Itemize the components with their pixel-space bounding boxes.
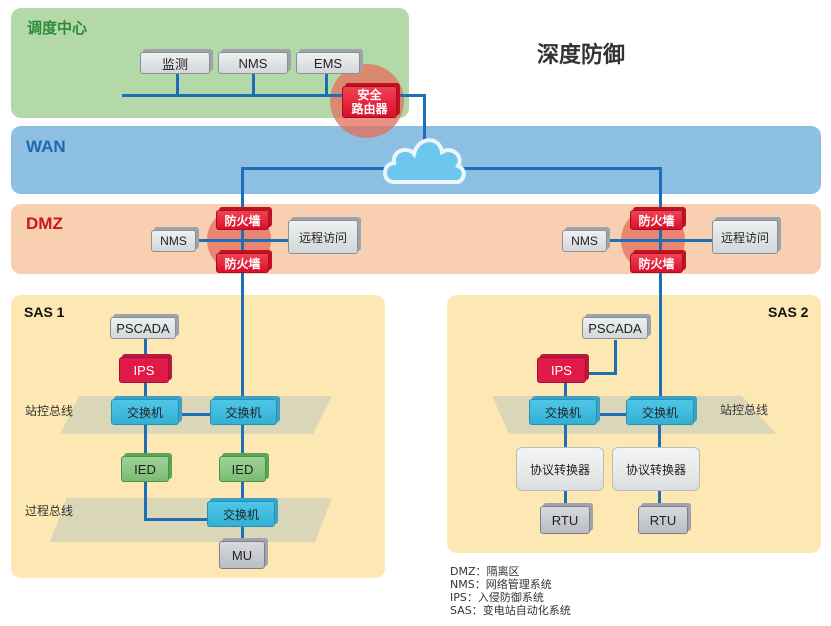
dmz1-nms[interactable]: NMS — [151, 230, 196, 252]
sas1-switch-3[interactable]: 交换机 — [207, 501, 275, 527]
link — [460, 167, 661, 170]
link — [122, 94, 344, 97]
legend: DMZ：隔离区 NMS：网络管理系统 IPS：入侵防御系统 SAS：变电站自动化… — [450, 565, 571, 617]
dmz1-remote-access[interactable]: 远程访问 — [288, 220, 358, 254]
link — [658, 425, 661, 455]
dmz2-firewall-top[interactable]: 防火墙 — [630, 210, 683, 230]
legend-item: SAS：变电站自动化系统 — [450, 604, 571, 617]
control-center-label: 调度中心 — [27, 20, 88, 37]
sas2-switch-2[interactable]: 交换机 — [626, 399, 694, 425]
link — [601, 239, 714, 242]
link — [176, 74, 179, 96]
legend-item: DMZ：隔离区 — [450, 565, 520, 578]
dmz2-remote-access[interactable]: 远程访问 — [712, 220, 778, 254]
sas1-mu[interactable]: MU — [219, 541, 265, 569]
link — [144, 338, 147, 458]
dmz-label: DMZ — [26, 214, 63, 233]
link — [144, 518, 214, 521]
sas1-pscada[interactable]: PSCADA — [110, 317, 176, 339]
ems-device[interactable]: EMS — [296, 52, 360, 74]
security-router[interactable]: 安全 路由器 — [342, 86, 397, 118]
sas2-label: SAS 2 — [768, 304, 809, 320]
sas2-pscada[interactable]: PSCADA — [582, 317, 648, 339]
link — [175, 413, 215, 416]
sas2-station-bus-label: 站控总线 — [720, 403, 769, 417]
sas1-switch-1[interactable]: 交换机 — [111, 399, 179, 425]
link — [586, 372, 617, 375]
wan-label: WAN — [26, 137, 66, 156]
monitor-device[interactable]: 监测 — [140, 52, 210, 74]
dmz1-firewall-bottom[interactable]: 防火墙 — [216, 253, 269, 273]
sas2-converter-1[interactable]: 协议转换器 — [516, 447, 604, 491]
link — [252, 74, 255, 96]
link — [144, 480, 147, 520]
link — [423, 94, 426, 146]
router-label-line2: 路由器 — [351, 102, 388, 116]
link — [241, 167, 391, 170]
dmz2-firewall-bottom[interactable]: 防火墙 — [630, 253, 683, 273]
legend-item: IPS：入侵防御系统 — [450, 591, 544, 604]
sas2-ips[interactable]: IPS — [537, 357, 586, 383]
link — [596, 413, 626, 416]
sas2-switch-1[interactable]: 交换机 — [529, 399, 597, 425]
sas2-rtu-2[interactable]: RTU — [638, 506, 688, 534]
cloud-icon — [383, 138, 466, 185]
sas1-label: SAS 1 — [24, 304, 65, 320]
sas1-switch-2[interactable]: 交换机 — [210, 399, 277, 425]
sas2-rtu-1[interactable]: RTU — [540, 506, 590, 534]
sas1-ips[interactable]: IPS — [119, 357, 169, 383]
sas1-ied-1[interactable]: IED — [121, 456, 169, 482]
sas2-converter-2[interactable]: 协议转换器 — [612, 447, 700, 491]
link — [658, 488, 661, 512]
sas1-process-bus-label: 过程总线 — [25, 504, 74, 518]
link — [659, 167, 662, 407]
sas1-ied-2[interactable]: IED — [219, 456, 266, 482]
sas1-station-bus-label: 站控总线 — [25, 404, 74, 418]
router-label-line1: 安全 — [357, 88, 382, 102]
link — [325, 74, 328, 96]
link — [198, 239, 293, 242]
link — [614, 340, 617, 374]
link — [398, 94, 426, 97]
link — [241, 167, 244, 427]
dmz1-firewall-top[interactable]: 防火墙 — [216, 210, 269, 230]
dmz2-nms[interactable]: NMS — [562, 230, 607, 252]
page-title: 深度防御 — [537, 43, 626, 68]
link — [241, 427, 244, 547]
legend-item: NMS：网络管理系统 — [450, 578, 552, 591]
nms-device[interactable]: NMS — [218, 52, 288, 74]
